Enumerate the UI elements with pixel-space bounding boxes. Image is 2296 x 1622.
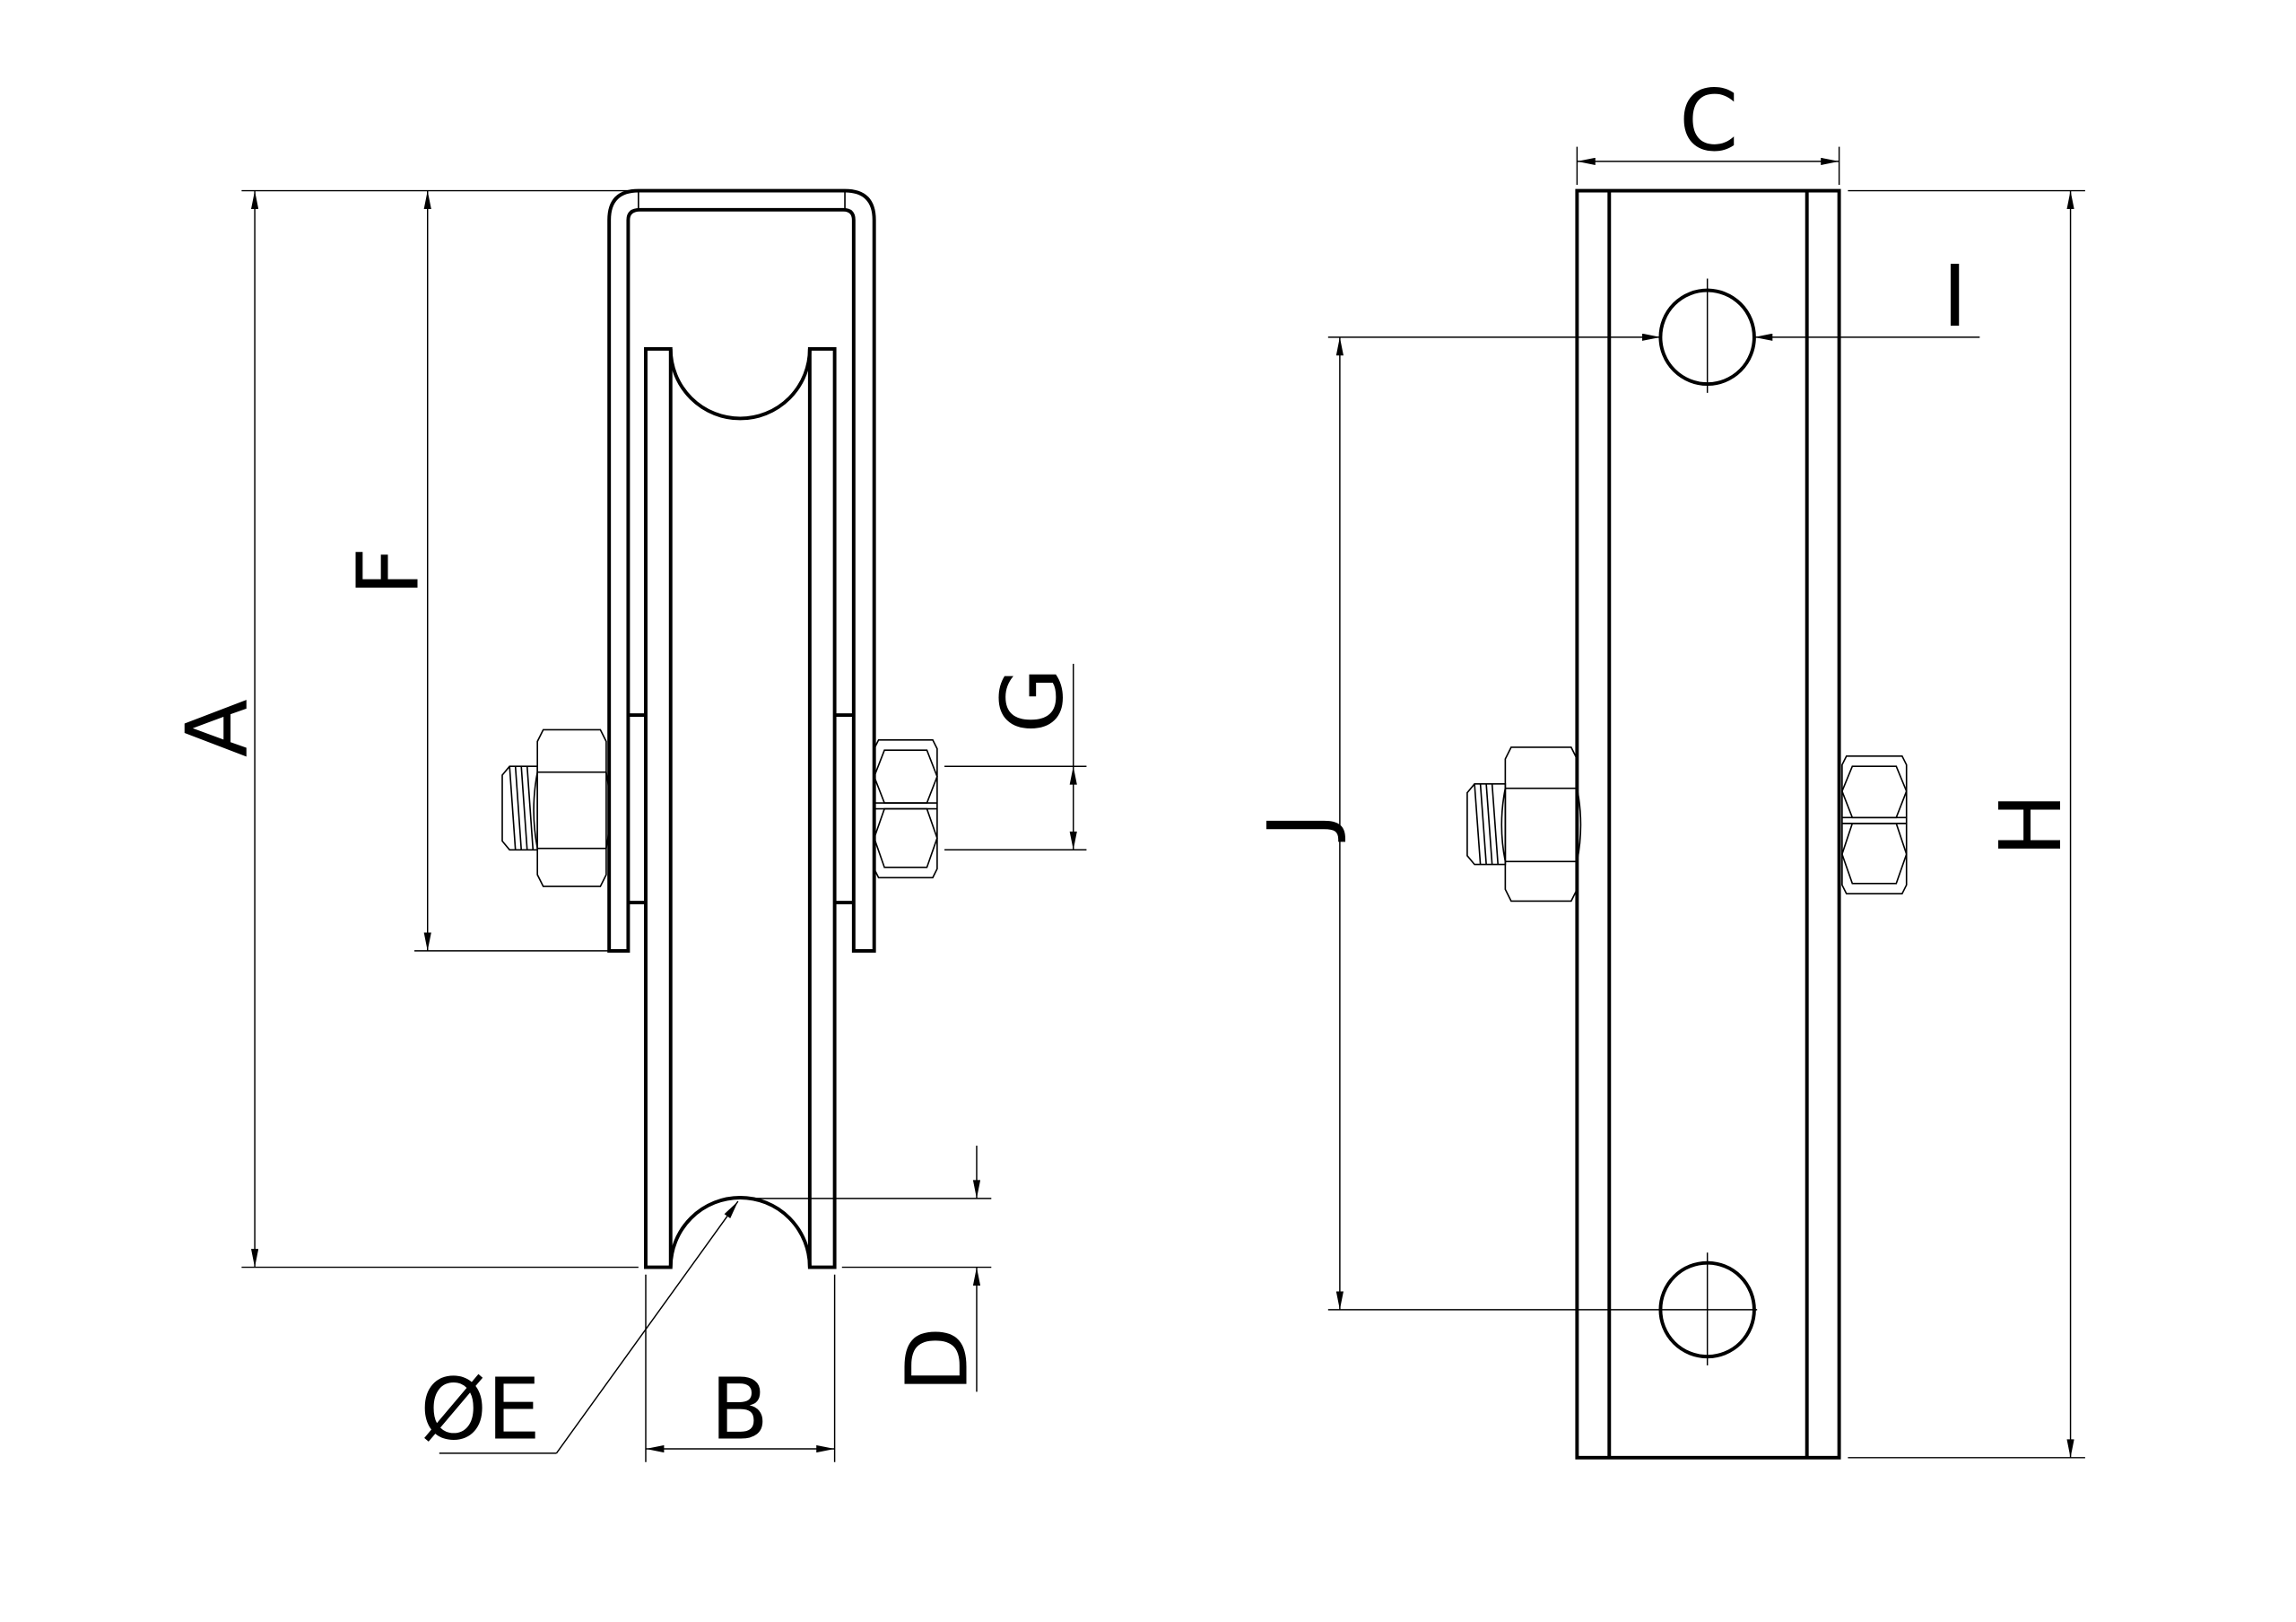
nut-right [873,739,938,879]
bracket-plate [1575,188,1841,1460]
dimension-H: H [1848,189,2085,1459]
dimension-I: I [1327,248,1980,346]
dimension-D: D [739,1146,992,1392]
nut-front [1840,754,1908,895]
side-view: A F G D B ØE [168,188,1087,1462]
dimension-J: J [1250,336,1758,1311]
label-B: B [710,1361,769,1460]
label-D: D [889,1327,987,1392]
dimension-G: G [944,663,1087,851]
mounting-hole-bottom [1658,1252,1756,1365]
bolt-head-left [501,728,611,887]
label-H: H [1982,793,2081,857]
label-C: C [1679,72,1738,170]
label-E: ØE [420,1361,540,1460]
dimension-F: F [339,190,610,952]
label-I: I [1943,248,1968,346]
wheel [644,346,837,1269]
label-A: A [168,699,266,757]
bolt-head-front [1466,746,1582,903]
label-G: G [984,667,1083,733]
bracket [607,188,876,953]
label-J: J [1250,813,1349,842]
dimension-E: ØE [420,1200,739,1460]
dimension-A: A [168,189,639,1269]
front-view: C I J H [1250,72,2085,1460]
dimension-C: C [1576,72,1840,186]
label-F: F [339,547,438,596]
mounting-hole-top [1658,278,1756,393]
dimension-B: B [645,1274,836,1462]
